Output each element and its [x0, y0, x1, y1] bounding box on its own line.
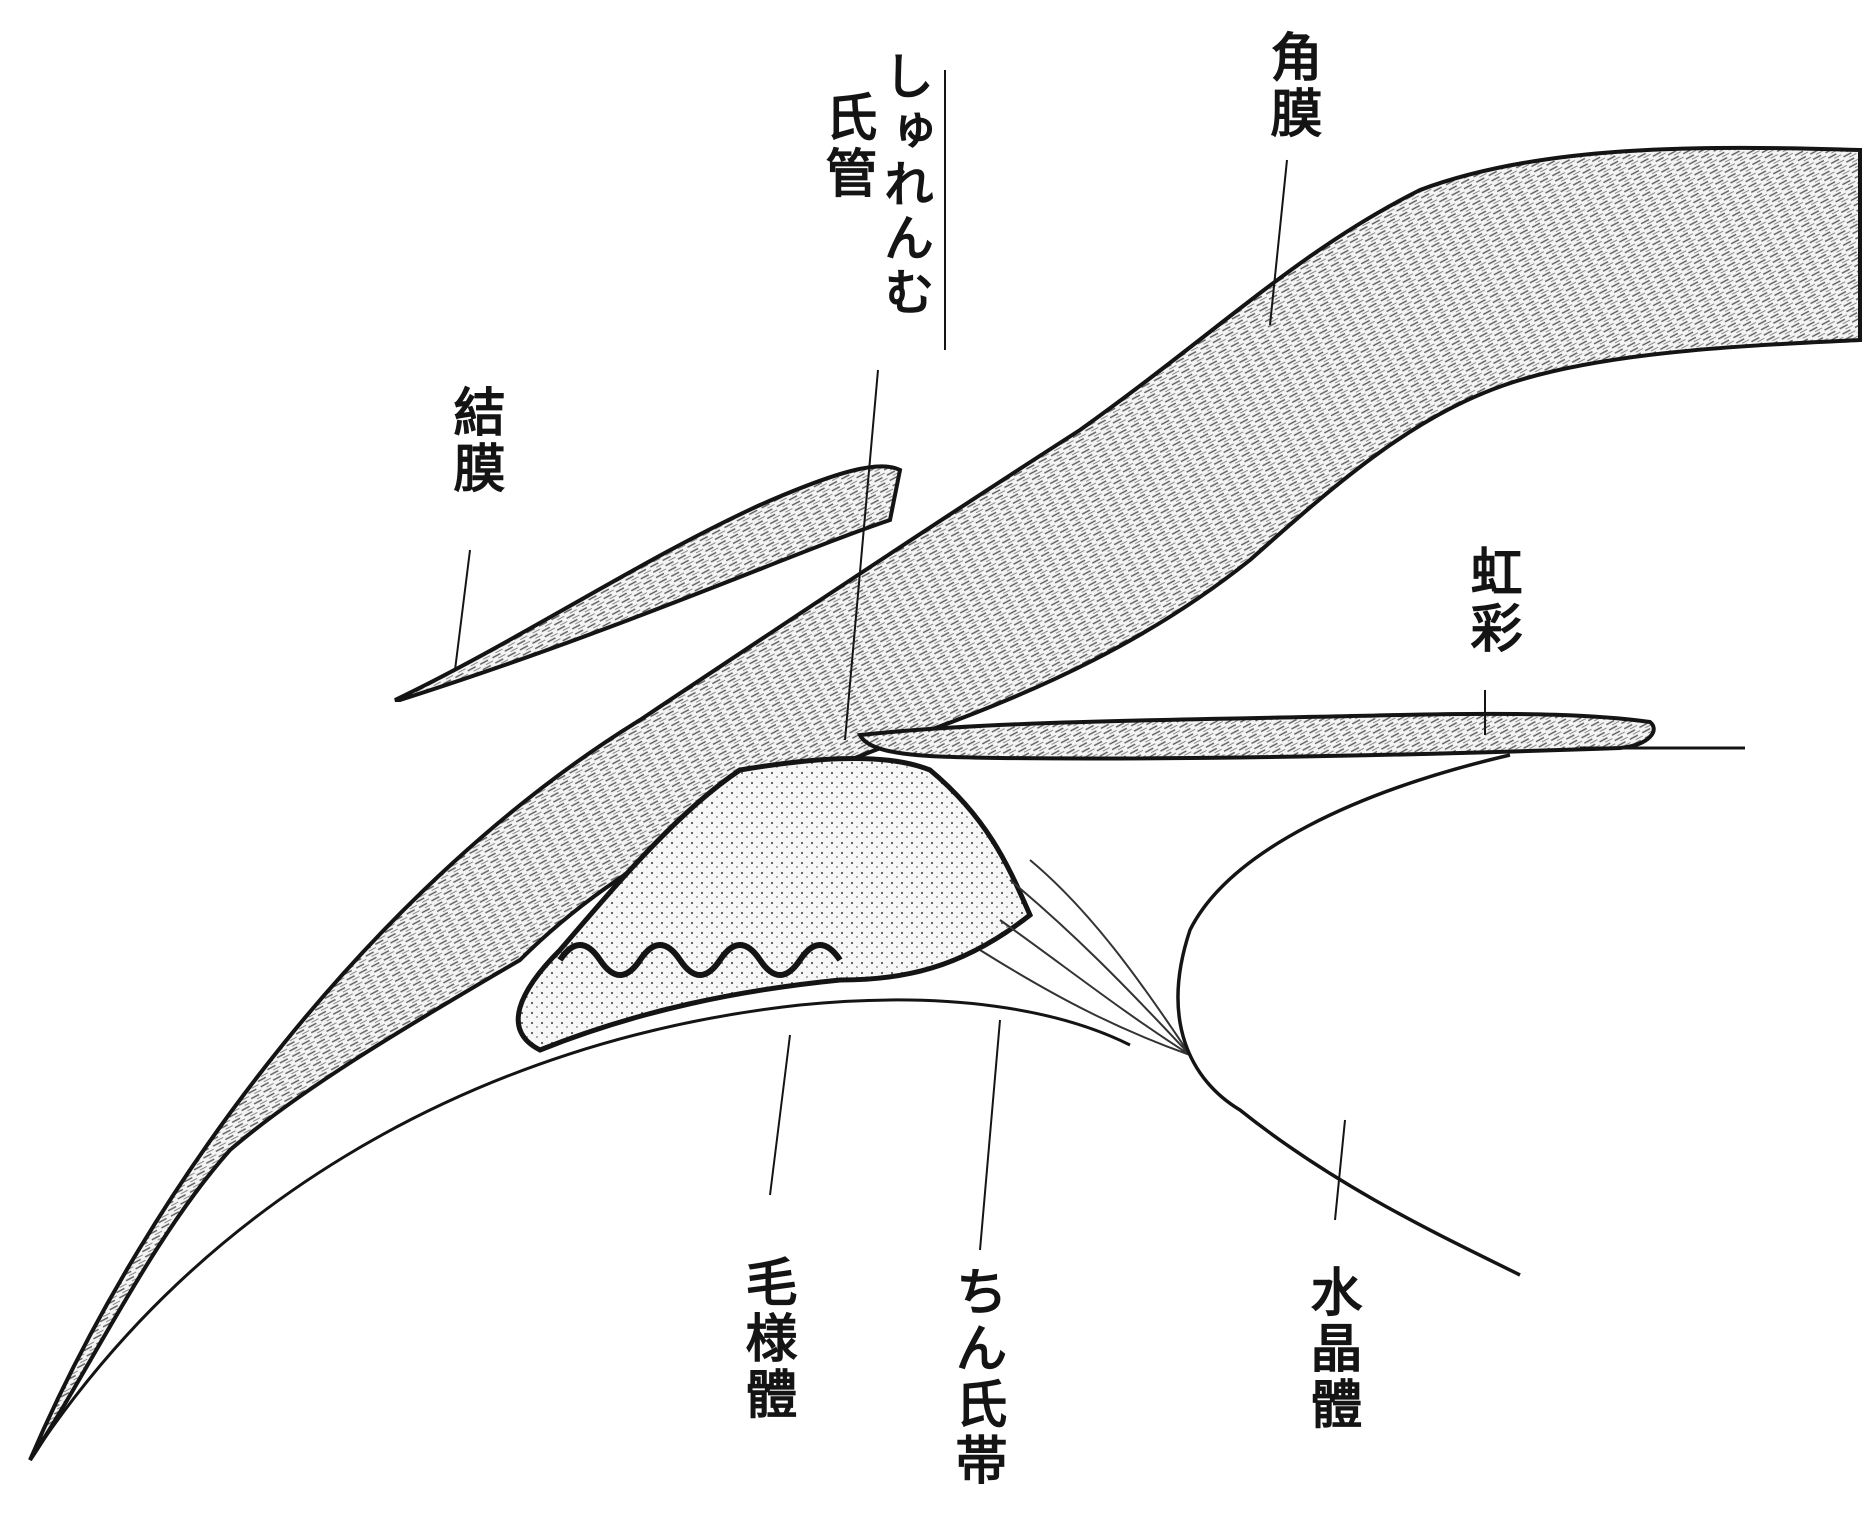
label-schlemm: しゅれんむ — [880, 50, 930, 320]
label-zonule: ちん氏帯 — [950, 1265, 1002, 1489]
label-iris: 虹彩 — [1465, 545, 1517, 657]
lens — [1178, 755, 1520, 1275]
label-lens: 水晶體 — [1305, 1265, 1357, 1433]
label-ciliary-body: 毛様體 — [740, 1255, 792, 1423]
label-conjunctiva: 結膜 — [448, 385, 500, 497]
label-cornea: 角膜 — [1265, 30, 1317, 142]
label-canal: 氏管 — [820, 90, 872, 202]
iris — [860, 714, 1654, 759]
